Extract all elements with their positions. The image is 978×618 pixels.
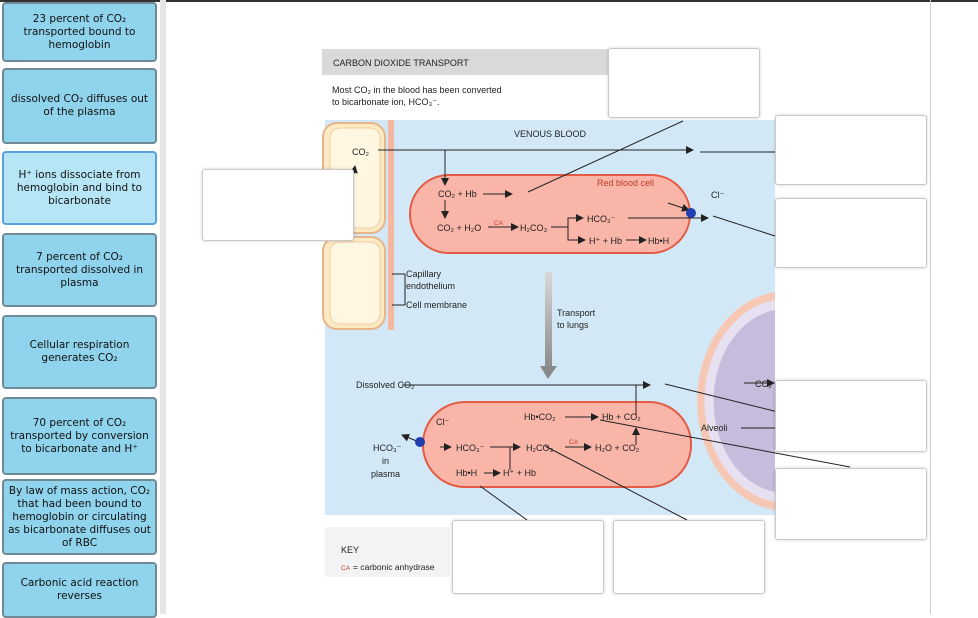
tissue-cell-bottom-inner (329, 241, 381, 325)
chip-text: Carbonic acid reaction reverses (20, 577, 139, 602)
capillary-label-2: endothelium (406, 281, 455, 291)
leader-lines (479, 120, 851, 521)
hco3-plasma-2: in (382, 456, 389, 466)
hb-co2-label: Hb•CO₂ (524, 412, 556, 422)
top-border (0, 0, 978, 2)
h2co3-bottom: H₂CO₃ (526, 443, 553, 453)
header-bar (322, 49, 610, 75)
pathway-arrows (349, 146, 776, 477)
chip-cellular-respiration[interactable]: Cellular respiration generates CO₂ (2, 315, 157, 389)
header-text: CARBON DIOXIDE TRANSPORT (333, 58, 469, 68)
capillary-label-1: Capillary (406, 269, 442, 279)
transport-arrow-head (540, 366, 557, 379)
drop-target-2[interactable] (775, 115, 927, 185)
subtitle-line-1: Most CO₂ in the blood has been converted (332, 85, 502, 95)
chip-text: H⁺ ions dissociate from hemoglobin and b… (16, 168, 143, 207)
venous-blood-label: VENOUS BLOOD (514, 129, 587, 139)
transport-label-1: Transport (557, 308, 596, 318)
hco3-bottom: HCO₃⁻ (456, 443, 485, 453)
chip-dissolved-diffuses[interactable]: dissolved CO₂ diffuses out of the plasma (2, 68, 157, 144)
h2o-co2-label: H₂O + CO₂ (595, 443, 640, 453)
ca-label-top: CA (494, 220, 504, 227)
alveolus-inner (713, 310, 775, 492)
h-plus-hb-top: H⁺ + Hb (589, 236, 622, 246)
hb-h-bottom: Hb•H (456, 468, 477, 478)
chip-text: 23 percent of CO₂ transported bound to h… (23, 12, 136, 51)
chip-mass-action[interactable]: By law of mass action, CO₂ that had been… (2, 479, 157, 555)
drop-target-8[interactable] (613, 520, 765, 594)
key-ca: CA (341, 565, 351, 572)
dissolved-co2-label: Dissolved CO₂ (356, 380, 415, 390)
bank-divider (160, 0, 166, 614)
h-plus-hb-bottom: H⁺ + Hb (503, 468, 536, 478)
transport-arrow-shaft (545, 272, 552, 368)
key-title: KEY (341, 545, 359, 555)
chip-7-percent-dissolved[interactable]: 7 percent of CO₂ transported dissolved i… (2, 233, 157, 307)
h2co3-top: H₂CO₃ (520, 223, 547, 233)
hco3-plasma-3: plasma (371, 469, 400, 479)
ca-label-bottom: CA (569, 439, 579, 446)
chip-70-percent-bicarbonate[interactable]: 70 percent of CO₂ transported by convers… (2, 397, 157, 475)
tissue-co2: CO₂ (352, 147, 370, 157)
label-bank: 23 percent of CO₂ transported bound to h… (0, 0, 160, 618)
chip-text: By law of mass action, CO₂ that had been… (8, 484, 151, 549)
capillary-wall (388, 120, 394, 330)
alveoli-label: Alveoli (701, 423, 728, 433)
lung-co2: CO₂ (755, 379, 773, 389)
drop-target-5[interactable] (775, 380, 927, 452)
drop-target-6[interactable] (775, 468, 927, 540)
hco3-top: HCO₃⁻ (587, 214, 616, 224)
right-divider (930, 0, 931, 614)
drop-target-1[interactable] (608, 48, 760, 118)
cell-membrane-label: Cell membrane (406, 300, 467, 310)
co2-plus-h2o: CO₂ + H₂O (437, 223, 481, 233)
chip-text: 7 percent of CO₂ transported dissolved i… (15, 250, 144, 289)
chip-text: Cellular respiration generates CO₂ (29, 339, 130, 364)
drop-target-4[interactable] (775, 198, 927, 268)
hb-plus-co2-label: Hb + CO₂ (602, 412, 641, 422)
chip-h-ions-dissociate[interactable]: H⁺ ions dissociate from hemoglobin and b… (2, 151, 157, 225)
chip-23-percent-bound[interactable]: 23 percent of CO₂ transported bound to h… (2, 2, 157, 62)
drop-target-3[interactable] (202, 169, 354, 241)
key-ca-text: = carbonic anhydrase (353, 562, 435, 572)
drop-target-7[interactable] (452, 520, 604, 594)
chip-text: dissolved CO₂ diffuses out of the plasma (10, 93, 149, 118)
chloride-shift-top (686, 208, 696, 218)
hb-h-top: Hb•H (648, 236, 669, 246)
co2-plus-hb: CO₂ + Hb (438, 189, 477, 199)
subtitle-line-2: to bicarbonate ion, HCO₃⁻. (332, 97, 439, 107)
subtitle-box (322, 75, 610, 118)
chloride-shift-bottom (415, 437, 425, 447)
transport-label-2: to lungs (557, 320, 589, 330)
chip-text: 70 percent of CO₂ transported by convers… (10, 416, 149, 455)
chip-carbonic-acid-reverses[interactable]: Carbonic acid reaction reverses (2, 562, 157, 618)
hco3-plasma-1: HCO₃⁻ (373, 443, 402, 453)
chloride-bottom: Cl⁻ (436, 417, 449, 427)
rbc-label: Red blood cell (597, 178, 654, 188)
chloride-top: Cl⁻ (711, 190, 724, 200)
key-box (325, 527, 450, 577)
